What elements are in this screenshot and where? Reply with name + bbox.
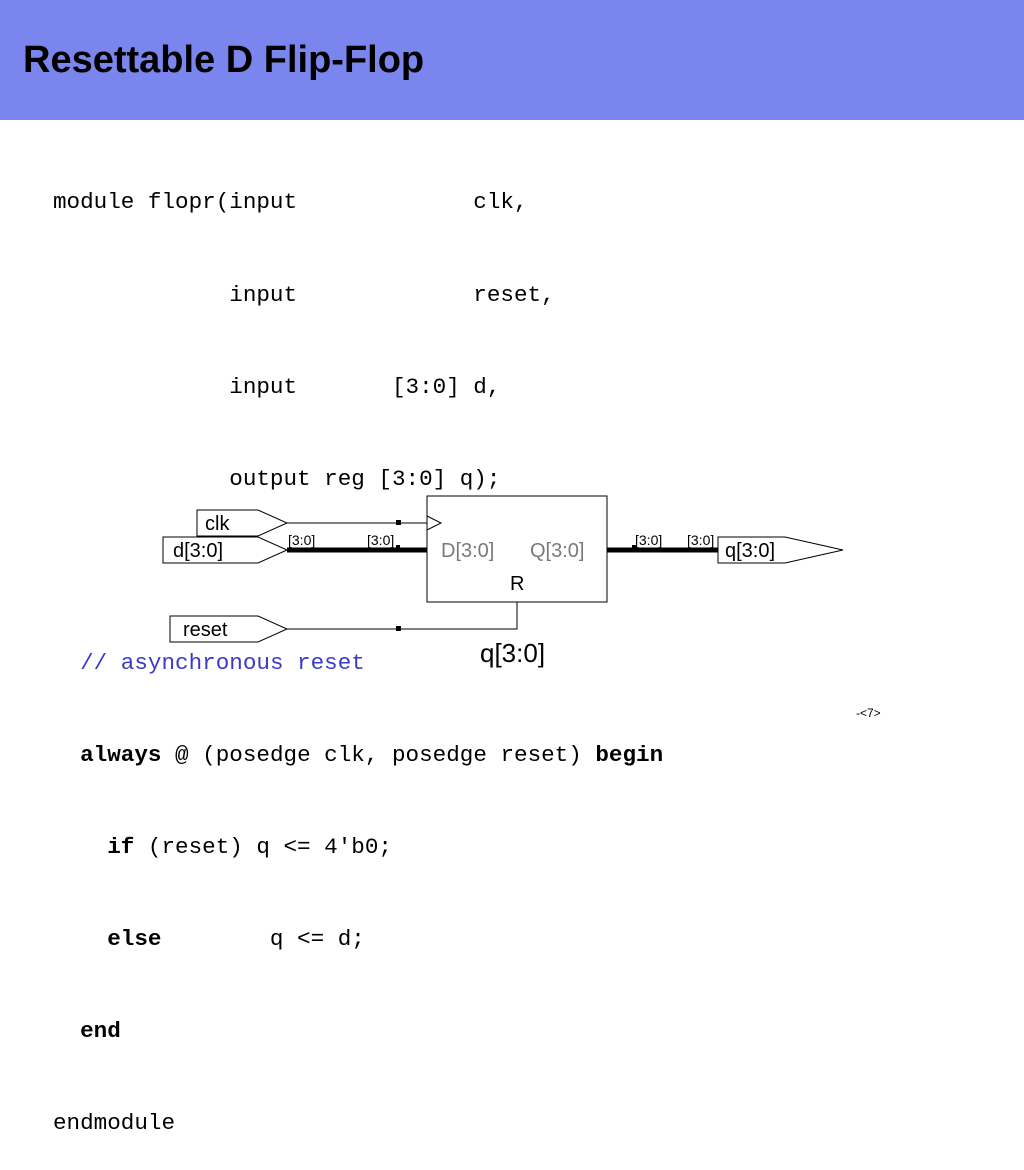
d-port-label: d[3:0] (173, 540, 223, 562)
q-bus-label-right: [3:0] (687, 532, 714, 548)
q-bus-tap (632, 545, 636, 551)
slide-title: Resettable D Flip-Flop (23, 39, 425, 81)
code-else-body: q <= d; (161, 926, 365, 953)
reset-port-label: reset (183, 619, 228, 641)
code-line-endmodule: endmodule (53, 1110, 176, 1137)
q-output-port-shape (717, 536, 844, 564)
code-line-input-d: input [3:0] d, (53, 373, 501, 400)
code-line-end: end (53, 1016, 663, 1047)
code-if-body: (reset) q <= 4'b0; (134, 834, 392, 861)
keyword-always: always (80, 741, 162, 768)
code-line-comment: // asynchronous reset (53, 648, 663, 679)
clk-port-label: clk (205, 513, 230, 535)
reset-port-shape (169, 615, 289, 643)
port-d-label: D[3:0] (441, 540, 494, 562)
port-r-label: R (510, 573, 524, 595)
code-line-module: module flopr(input clk, (53, 189, 528, 216)
code-line-else: else q <= d; (53, 924, 663, 955)
reset-wire-junction (396, 626, 401, 631)
d-bus-label-left: [3:0] (288, 532, 315, 548)
code-line-if: if (reset) q <= 4'b0; (53, 832, 663, 863)
code-line-always: always @ (posedge clk, posedge reset) be… (53, 740, 663, 771)
q-bus-label-left: [3:0] (635, 532, 662, 548)
keyword-end: end (80, 1018, 121, 1045)
flop-instance-label: q[3:0] (480, 638, 545, 668)
reset-wire (287, 602, 518, 630)
flop-register-box (426, 495, 608, 603)
keyword-else: else (107, 926, 162, 953)
keyword-if: if (107, 834, 135, 861)
code-line-input-reset: input reset, (53, 281, 555, 308)
code-comment: // asynchronous reset (80, 649, 365, 676)
flip-flop-schematic: clk d[3:0] reset [3:0] [3:0] [3:0] [3:0]… (162, 495, 844, 668)
d-port-shape (162, 536, 289, 564)
page-number: -<7> (856, 706, 881, 720)
code-sensitivity-list: @ (posedge clk, posedge reset) (161, 741, 596, 768)
clk-port-shape (196, 509, 289, 537)
d-bus-label-right: [3:0] (367, 532, 394, 548)
keyword-begin: begin (595, 741, 664, 768)
q-output-port-label: q[3:0] (725, 540, 775, 562)
clock-edge-symbol (426, 515, 443, 531)
title-bar: Resettable D Flip-Flop (0, 0, 1024, 120)
port-q-label: Q[3:0] (530, 540, 584, 562)
d-bus-tap (396, 545, 400, 551)
clk-wire-junction (396, 520, 401, 525)
code-line-output-q: output reg [3:0] q); (53, 465, 501, 492)
